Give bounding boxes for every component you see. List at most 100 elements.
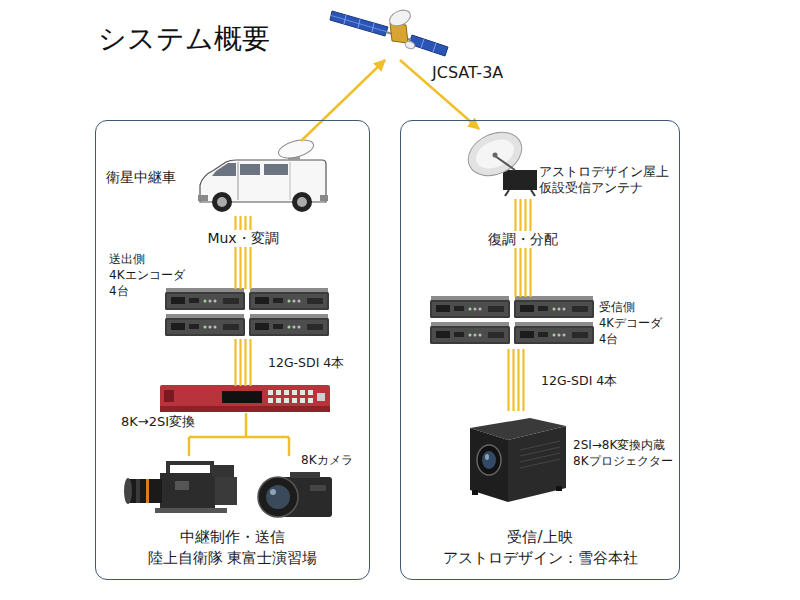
device-label: 8Kカメラ <box>301 453 353 468</box>
cable-line <box>249 339 251 386</box>
box-camera-part <box>258 477 298 517</box>
device-label: 送出側 4Kエンコーダ 4台 <box>109 251 185 299</box>
van-wheels-part <box>297 197 307 207</box>
cable-line <box>301 60 385 141</box>
site-caption: 陸上自衛隊 東富士演習場 <box>96 548 369 568</box>
device-label: JCSAT-3A <box>432 63 503 83</box>
decoder-illustration-part <box>514 296 594 318</box>
converter-buttons-part <box>268 398 273 403</box>
cinema-camera-part <box>215 477 237 505</box>
signal-label: 12G-SDI 4本 <box>538 373 620 388</box>
cinema-camera-part <box>168 463 212 473</box>
site-caption: 中継制作・送信 <box>96 527 369 547</box>
device-node: 受信側 4Kデコーダ 4台 <box>431 297 595 349</box>
device-node: 衛星中継車 <box>191 141 331 216</box>
box-camera-part <box>310 485 326 491</box>
projector-illustration-part <box>477 445 501 475</box>
converter-buttons-part <box>292 390 297 395</box>
antenna-illustration-part <box>471 134 518 174</box>
converter-illustration-part <box>160 406 330 412</box>
box-camera-part <box>290 472 320 478</box>
projector-illustration-part <box>470 428 508 502</box>
cable-line <box>288 437 291 456</box>
cinema-camera-part <box>136 479 140 503</box>
van-body-part <box>264 164 288 175</box>
signal-cable <box>516 199 531 297</box>
device-node: JCSAT-3A <box>330 5 450 60</box>
converter-buttons-part <box>317 393 325 401</box>
cable-line <box>519 199 521 297</box>
satellite-link-arrow <box>301 60 385 141</box>
converter-illustration-part <box>160 385 330 412</box>
converter-buttons-part <box>308 390 313 395</box>
signal-label: Mux・変調 <box>204 230 281 247</box>
antenna-illustration-part <box>495 156 515 170</box>
converter-buttons-part <box>276 390 281 395</box>
cable-line <box>189 436 289 439</box>
cable-line <box>188 437 191 456</box>
converter-illustration-part <box>222 391 262 403</box>
antenna-illustration-part <box>531 190 535 196</box>
solar-panel-part <box>421 39 424 48</box>
cable-line <box>245 413 248 437</box>
solar-panel-part <box>331 16 386 32</box>
projector-vents-part <box>520 459 560 468</box>
cable-line <box>249 216 251 289</box>
converter-buttons-part <box>284 398 289 403</box>
decoder-illustration-part <box>430 322 510 344</box>
cinema-camera-part <box>175 481 189 490</box>
signal-cable <box>236 339 251 386</box>
solar-panel <box>330 11 448 56</box>
cable-line <box>507 349 509 411</box>
decoder-illustration-part <box>514 322 594 344</box>
encoder-illustration-part <box>165 288 245 310</box>
device-label: 2SI→8K変換内蔵 8Kプロジェクター <box>573 437 673 469</box>
projector-illustration <box>460 410 568 507</box>
device-node: 8Kカメラ <box>121 456 341 523</box>
site-caption: アストロデザイン：雪谷本社 <box>401 548 679 568</box>
van-body-part <box>290 162 291 200</box>
signal-label: 復調・分配 <box>485 231 561 248</box>
cable-line <box>239 216 241 289</box>
solar-panel-part <box>433 43 436 52</box>
converter-illustration-part <box>164 390 174 402</box>
cable-line <box>239 339 241 386</box>
cable-line <box>244 339 246 386</box>
site-caption: 受信/上映 <box>401 527 679 547</box>
signal-label: 12G-SDI 4本 <box>265 355 347 370</box>
converter-buttons-part <box>292 398 297 403</box>
device-label: 8K→2SI変換 <box>121 414 195 430</box>
signal-cable <box>236 216 251 289</box>
device-node: 送出側 4Kエンコーダ 4台 <box>166 289 331 339</box>
site-panel: 受信/上映アストロデザイン：雪谷本社アストロデザイン屋上 仮設受信アンテナ受信側… <box>400 120 680 580</box>
encoder-illustration-part <box>249 314 329 336</box>
antenna-illustration-part <box>493 153 498 158</box>
device-label: 受信側 4Kデコーダ 4台 <box>599 299 662 347</box>
cinema-camera-part <box>160 473 215 508</box>
decoder-illustration-part <box>430 296 510 318</box>
encoder-illustration-part <box>165 314 245 336</box>
projector-vents <box>520 441 560 468</box>
van-body-part <box>212 163 236 176</box>
satellite-body-part <box>387 7 413 29</box>
box-camera-part <box>266 485 290 509</box>
cable-line <box>244 216 246 289</box>
device-label: 衛星中継車 <box>106 169 176 187</box>
converter-buttons-part <box>308 398 313 403</box>
cinema-camera-part <box>128 479 162 503</box>
solar-panel-part <box>330 11 388 36</box>
projector-illustration-part <box>556 486 562 491</box>
satellite-body-part <box>404 40 416 50</box>
van-body-part <box>320 195 328 201</box>
van-dish <box>277 137 316 162</box>
cable-line <box>512 349 514 411</box>
van-wheels-part <box>212 192 232 212</box>
signal-cable <box>189 413 289 456</box>
antenna-illustration <box>465 128 540 198</box>
cable-line <box>234 339 236 386</box>
converter-buttons-part <box>268 390 273 395</box>
antenna-illustration-part <box>503 170 537 190</box>
converter-illustration <box>160 385 330 412</box>
